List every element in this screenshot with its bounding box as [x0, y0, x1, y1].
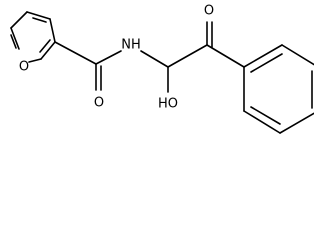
chemical-structure-diagram: O NH O O HO	[10, 4, 314, 134]
bond-furan-carbonyl	[54, 41, 97, 65]
furan-ring	[10, 11, 56, 63]
amide-nitrogen-label: NH	[121, 38, 141, 53]
bond-methine-ketone	[167, 44, 208, 68]
amide-carbonyl-double-bond	[95, 63, 102, 91]
bond-nitrogen-methine	[140, 50, 169, 68]
benzene-ring	[243, 44, 314, 134]
bond-ketone-phenyl	[206, 44, 245, 68]
ketone-double-bond	[206, 21, 213, 48]
bond-carbonyl-nitrogen	[95, 50, 122, 65]
hydroxyl-label: HO	[158, 97, 178, 112]
furan-oxygen-label: O	[19, 60, 29, 75]
amide-oxygen-label: O	[94, 96, 104, 111]
ketone-oxygen-label: O	[204, 4, 214, 19]
